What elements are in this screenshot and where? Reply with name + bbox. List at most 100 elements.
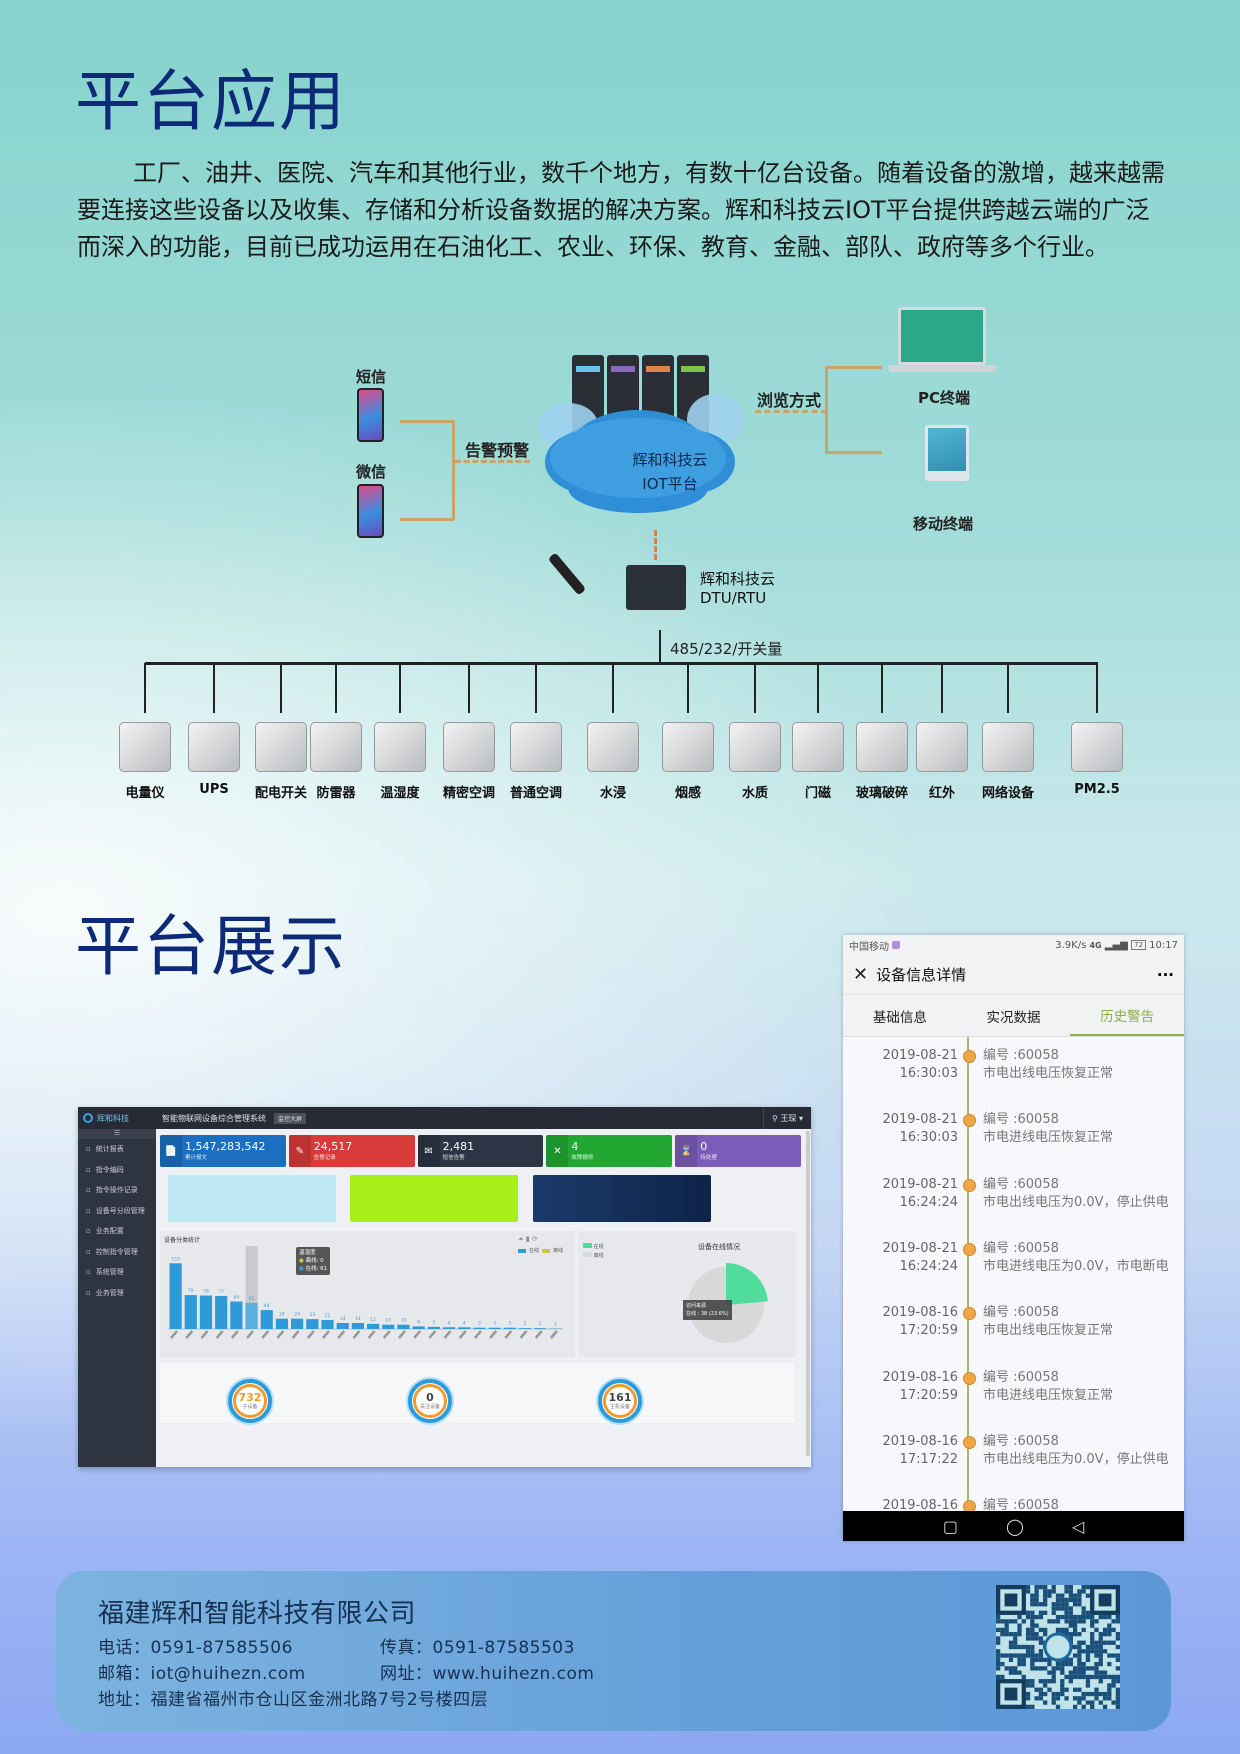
sidebar-item[interactable]: ▫设备号分段管理 [86, 1206, 145, 1215]
sidebar-item[interactable]: ▫指令编码 [86, 1165, 124, 1174]
bar [215, 1295, 228, 1329]
device-icon [856, 722, 908, 772]
stat-label: 待处理 [700, 1155, 717, 1161]
device-label: UPS [199, 782, 229, 797]
bar-value-label: 21 [325, 1313, 331, 1319]
bar [412, 1326, 425, 1329]
bar-value-label: 64 [233, 1295, 239, 1301]
menu-item-icon: ▫ [86, 1288, 91, 1297]
company-footer: 福建辉和智能科技有限公司 电话：0591-87585506 传真：0591-87… [56, 1571, 1171, 1731]
phone-icon [357, 484, 384, 538]
device-item: 防雷器 [301, 722, 371, 801]
chart-toolbar-icons[interactable]: ⏶ ▮ ⟳ [518, 1235, 538, 1243]
recents-icon[interactable]: ▢ [942, 1516, 958, 1536]
bar [397, 1324, 410, 1329]
x-tick-label [443, 1330, 452, 1339]
banner-smart-ups[interactable] [350, 1175, 518, 1222]
alert-item[interactable]: 编号 :60058 [983, 1498, 1059, 1514]
device-icon [792, 722, 844, 772]
tab[interactable]: 实况数据 [986, 1009, 1041, 1026]
device-label: PM2.5 [1074, 782, 1120, 797]
pie-legend: 在线 离线 [583, 1243, 604, 1261]
bar [169, 1263, 182, 1329]
bar [245, 1302, 258, 1329]
monitor-screen-button[interactable]: 监控大屏 [274, 1112, 307, 1124]
cloud-label-2: IOT平台 [642, 475, 698, 493]
banner-smart-datacenter[interactable] [533, 1175, 711, 1222]
tab[interactable]: 历史警告 [1070, 995, 1184, 1036]
sidebar-item[interactable]: ▫控制指令管理 [86, 1247, 138, 1256]
bar [442, 1327, 456, 1329]
sidebar-item[interactable]: ▫业务配置 [86, 1227, 124, 1236]
device-icon [916, 722, 968, 772]
x-tick-label [473, 1330, 482, 1339]
device-item: 水质 [720, 722, 790, 801]
device-label: 防雷器 [316, 786, 356, 801]
email[interactable]: 邮箱：iot@huihezn.com [98, 1664, 306, 1684]
home-icon[interactable]: ◯ [1005, 1516, 1024, 1536]
bar [199, 1295, 213, 1329]
stat-label: 告警记录 [313, 1155, 336, 1161]
bar [503, 1327, 516, 1329]
more-menu-icon[interactable]: ··· [1156, 965, 1174, 984]
menu-item-icon: ▫ [86, 1247, 91, 1256]
x-tick-label [230, 1330, 239, 1339]
bar-value-label: 24 [279, 1312, 285, 1318]
status-bar: 中国移动 3.9K/s 4G ▂▄▆ 72 10:17 [843, 935, 1184, 955]
pie-tooltip: 访问来源在线 : 38 (23.6%) [683, 1300, 732, 1320]
sidebar-item[interactable]: ▫业务管理 [86, 1288, 124, 1297]
bar-value-label: 44 [264, 1303, 270, 1309]
back-icon[interactable]: ◁ [1071, 1516, 1085, 1536]
website[interactable]: 网址：www.huihezn.com [380, 1664, 595, 1684]
device-item: 红外 [907, 722, 977, 801]
page-title: 设备信息详情 [876, 966, 967, 984]
bar-value-label: 5 [432, 1320, 435, 1326]
banner-smart-security[interactable] [168, 1175, 336, 1222]
close-icon[interactable]: ✕ [853, 964, 869, 985]
x-tick-label [398, 1330, 406, 1339]
x-tick-label [549, 1330, 558, 1339]
sidebar-item[interactable]: ▫系统管理 [86, 1268, 124, 1277]
bar-value-label: 3 [508, 1321, 511, 1327]
scrollbar[interactable] [806, 1131, 810, 1456]
alert-date: 2019-08-16 [882, 1498, 958, 1514]
bar [518, 1328, 532, 1329]
menu-toggle-icon[interactable]: ☰ [78, 1129, 156, 1139]
sidebar-item[interactable]: ▫统计报表 [86, 1145, 124, 1154]
user-menu[interactable]: ⚲ 王琛 ▾ [763, 1107, 811, 1129]
phone-number: 电话：0591-87585506 [98, 1638, 293, 1658]
x-tick-label [276, 1330, 285, 1339]
stat-label: 故障报修 [571, 1155, 594, 1161]
device-icon [119, 722, 171, 772]
bus-label: 485/232/开关量 [670, 640, 783, 658]
bar [534, 1328, 547, 1329]
sidebar-item[interactable]: ▫指令操作记录 [86, 1186, 138, 1195]
device-label: 普通空调 [509, 786, 562, 801]
device-label: 门磁 [804, 786, 831, 801]
bar-value-label: 2 [524, 1321, 527, 1327]
dashboard-sidebar: ☰ ▫统计报表▫指令编码▫指令操作记录▫设备号分段管理▫业务配置▫控制指令管理▫… [78, 1129, 156, 1467]
tab[interactable]: 基础信息 [872, 1009, 927, 1026]
wechat-label: 微信 [356, 463, 387, 481]
qr-code [996, 1585, 1120, 1709]
bar-value-label: 4 [448, 1320, 451, 1326]
timeline-dot [963, 1242, 976, 1256]
bar-chart-title: 设备分类统计 [164, 1237, 201, 1244]
device-label: 温湿度 [380, 786, 420, 801]
bar-value-label: 23 [309, 1312, 315, 1318]
timeline-dot [963, 1435, 976, 1449]
